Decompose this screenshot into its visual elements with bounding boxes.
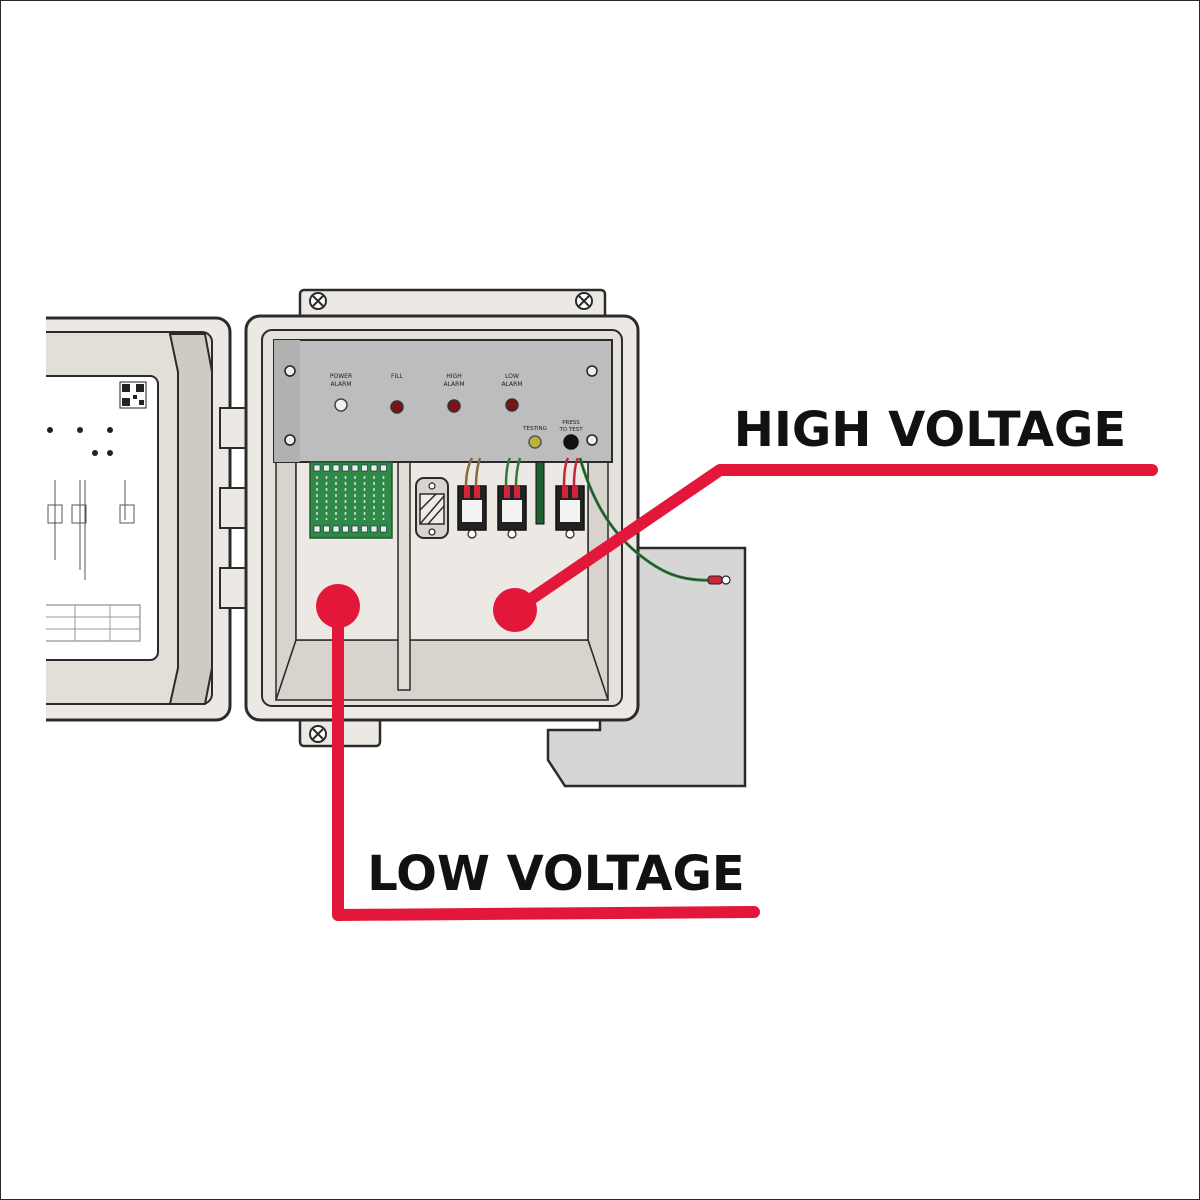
screw-icon [575,292,593,310]
indicator-label: LOW [505,373,519,380]
high-voltage-label: HIGH VOLTAGE [734,402,1126,458]
terminal-screw [380,464,387,472]
screw-icon [309,292,327,310]
door-instruction-label [46,375,159,661]
ground-bar [535,461,545,525]
screw-icon [309,725,327,743]
indicator-fill: FILL [390,373,404,414]
terminal-screw [342,464,349,472]
indicator-label: ALARM [443,381,464,388]
testing-indicator: TESTING [522,426,547,449]
button-icon[interactable] [563,434,579,450]
fuse-holder [415,477,449,539]
terminal-screw [361,525,368,533]
low-voltage-label: LOW VOLTAGE [367,846,744,902]
indicator-label: ALARM [330,381,351,388]
relay-wires [464,457,580,487]
screw-icon [586,365,598,377]
terminal-screw [380,525,387,533]
led-icon [528,435,542,449]
terminal-screw [332,525,340,533]
junction-box [546,546,747,788]
testing-label: TESTING [522,426,547,432]
press-to-test-label: PRESS [562,420,580,426]
indicator-label: HIGH [446,373,461,380]
indicator-label: ALARM [501,381,522,388]
terminal-screw [370,464,378,472]
indicator-power-alarm: POWER ALARM [330,373,352,412]
indicator-low-alarm: LOW ALARM [501,373,523,412]
terminal-screw [332,464,340,472]
relay [555,485,585,539]
terminal-screw [323,464,330,472]
indicator-label: POWER [330,373,352,380]
terminal-screw [313,464,321,472]
terminal-screw [323,525,330,533]
led-icon [447,399,461,413]
terminal-board [309,461,393,539]
led-icon [334,398,348,412]
terminal-screw [313,525,321,533]
relay [497,485,527,539]
ring-terminal [707,575,731,585]
led-icon [505,398,519,412]
led-icon [390,400,404,414]
screw-icon [284,434,296,446]
indicator-faceplate: POWER ALARM FILL HIGH ALARM LOW ALARM TE… [273,339,613,463]
terminal-screw [361,464,368,472]
relay [457,485,487,539]
press-to-test-label: TO TEST [558,427,583,433]
high-voltage-callout: HIGH VOLTAGE [493,402,1158,632]
indicator-label: FILL [391,373,404,380]
terminal-screw [351,464,359,472]
terminal-screw [370,525,378,533]
terminal-screw [342,525,349,533]
screw-icon [586,434,598,446]
screw-icon [284,365,296,377]
terminal-screw [351,525,359,533]
indicator-high-alarm: HIGH ALARM [443,373,465,413]
low-voltage-callout: LOW VOLTAGE [316,584,760,921]
press-to-test-button[interactable]: PRESS TO TEST [558,420,583,450]
enclosure-door [46,316,249,722]
